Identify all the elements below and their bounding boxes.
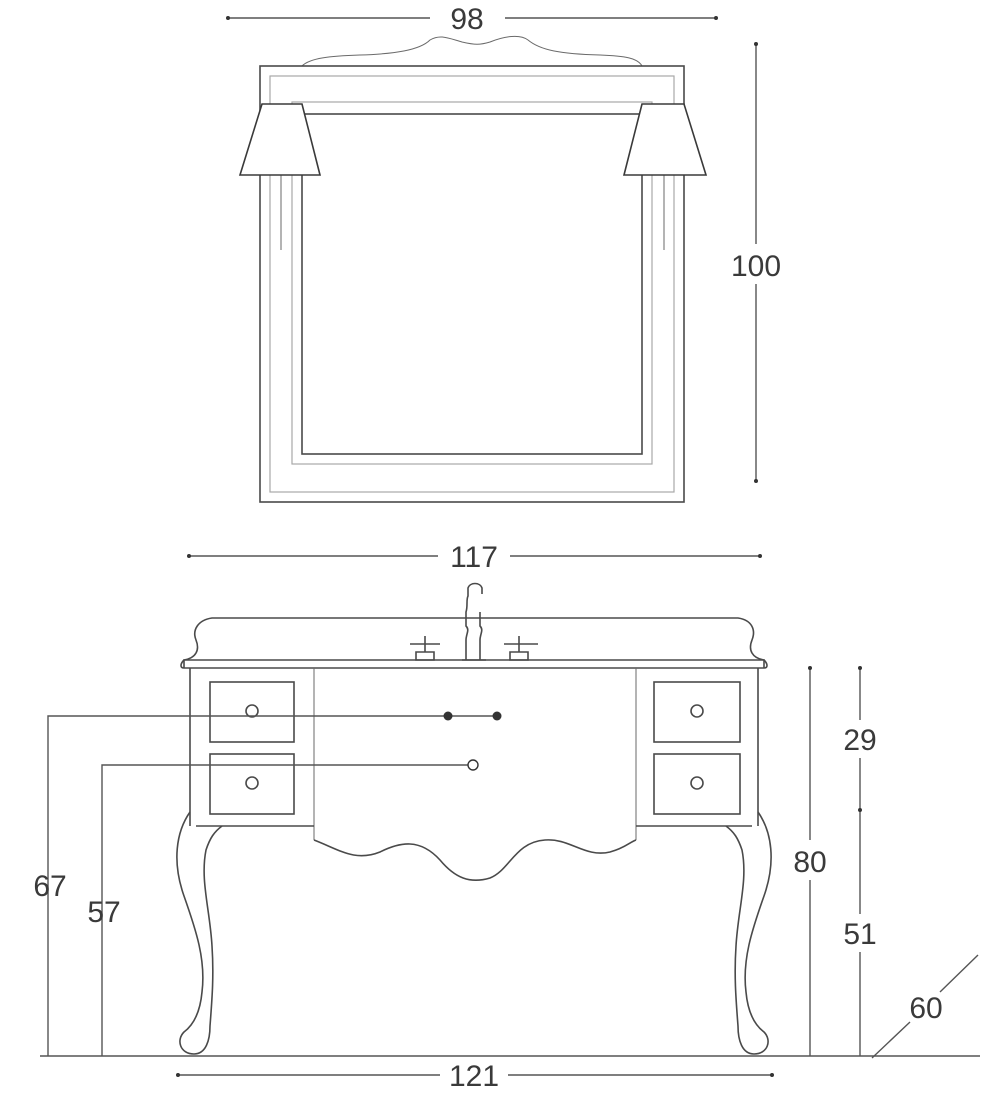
top-width-label: 117 [450,541,498,574]
base-width-label: 121 [449,1060,499,1093]
countertop-backsplash [183,617,765,668]
faucet [410,582,538,661]
dim-cabinet-height: 80 [793,666,827,1056]
drawer-bottom-left[interactable] [209,753,295,815]
mirror-outer-frame [259,65,685,503]
mirror [238,35,708,503]
mirror-inner-frame-1 [269,75,675,493]
drain-height-57-label: 57 [87,896,120,929]
left-tap [410,636,440,661]
leg-section-label: 51 [843,918,876,951]
dim-mirror-height: 100 [731,42,781,483]
mirror-crest [301,35,643,67]
dim-top-width: 117 [187,541,762,574]
right-lamp [622,103,708,250]
dim-split-heights: 29 51 [843,666,877,1056]
mirror-inner-frame-2 [291,101,653,465]
drain-callout-57 [101,764,468,1056]
mirror-glass [301,113,643,455]
depth-label: 60 [909,992,942,1025]
drawer-bottom-right-knob[interactable] [690,776,704,790]
mirror-width-label: 98 [450,3,483,36]
drawer-bottom-left-knob[interactable] [245,776,259,790]
vanity [40,582,980,1057]
right-leg [725,811,772,1055]
mirror-height-label: 100 [731,250,781,283]
upper-section-label: 29 [843,724,876,757]
drain-callout-67 [47,715,448,1056]
drawer-top-left[interactable] [209,681,295,743]
left-lamp [238,103,322,250]
drain-height-67-label: 67 [33,870,66,903]
faucet-spout [465,582,483,660]
faucet-body [479,612,483,660]
drawer-bottom-right[interactable] [653,753,741,815]
cabinet-height-label: 80 [793,846,826,879]
drawer-top-left-knob[interactable] [245,704,259,718]
left-leg [176,811,223,1055]
drawer-top-right-knob[interactable] [690,704,704,718]
dim-depth: 60 [871,954,979,1059]
right-lampshade [622,103,708,176]
dim-base-width: 121 [176,1060,774,1093]
left-lampshade [238,103,322,176]
drawer-top-right[interactable] [653,681,741,743]
right-tap [504,636,538,661]
drain-callouts: 67 57 [33,711,502,1056]
countertop-edge [180,659,768,669]
scalloped-apron [313,839,637,882]
dim-mirror-width: 98 [226,3,718,36]
